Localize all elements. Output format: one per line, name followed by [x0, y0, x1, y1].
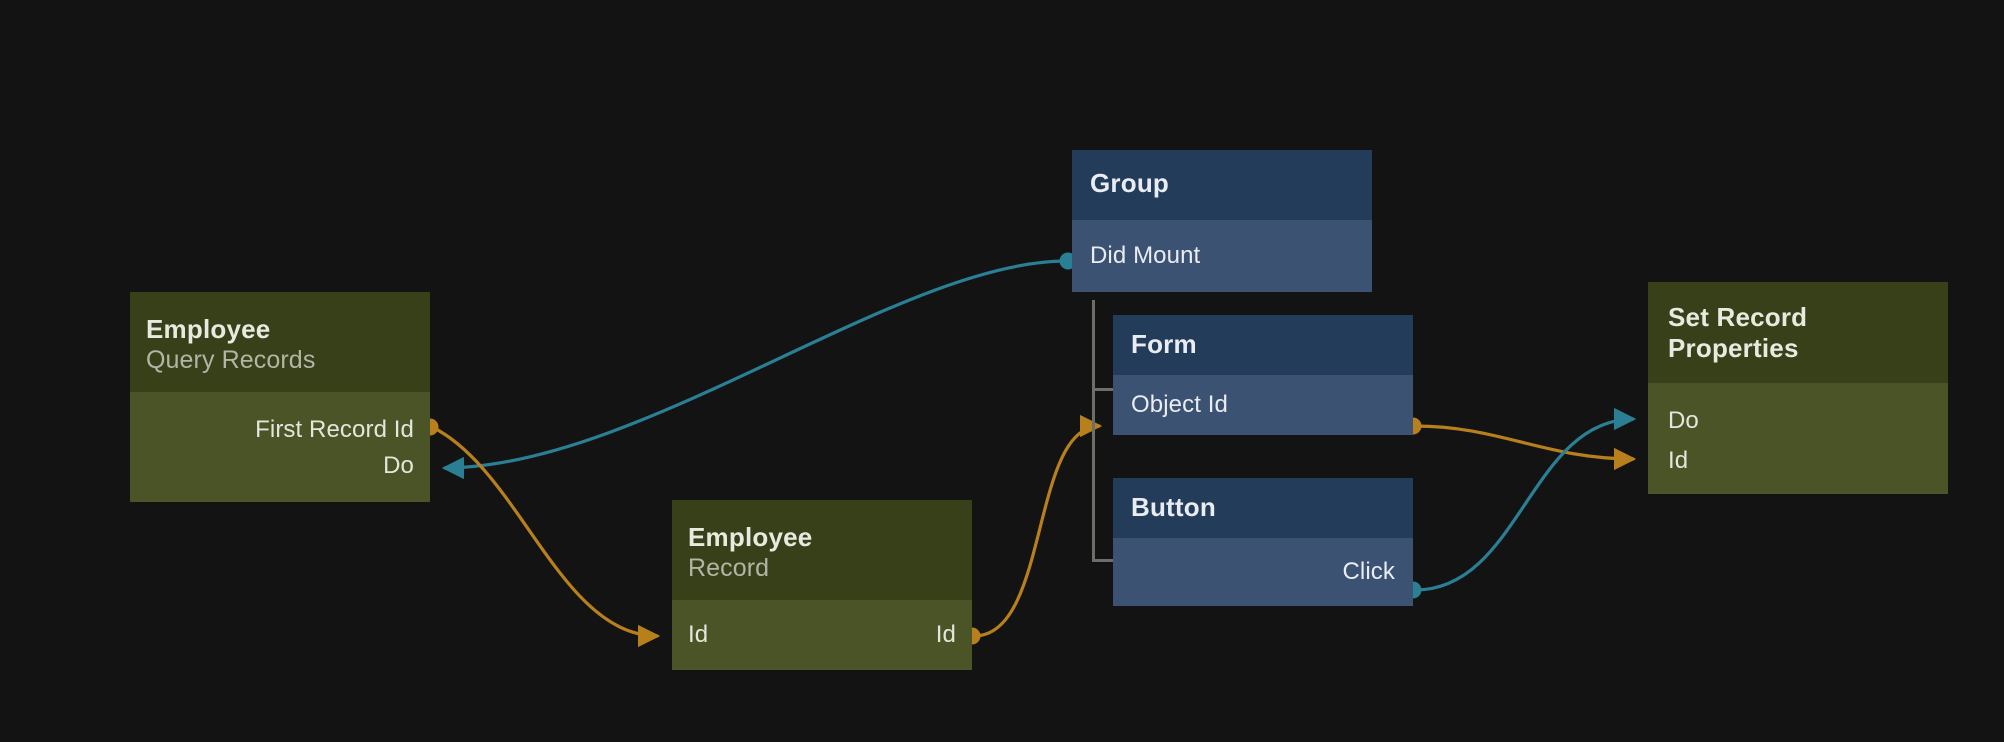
node-body: Id Id: [672, 600, 972, 670]
wire-record-id-to-object-id: [963, 414, 1103, 645]
wire-click-to-do: [1404, 407, 1637, 599]
wire-object-id-to-id: [1404, 417, 1637, 471]
port-label: Did Mount: [1090, 242, 1201, 269]
node-body: Did Mount: [1072, 220, 1372, 292]
node-header: Employee Record: [672, 500, 972, 600]
hierarchy-stub-button: [1092, 559, 1114, 562]
port-row-id[interactable]: Id Id: [672, 600, 972, 670]
node-title: Set Record Properties: [1668, 302, 1808, 363]
port-row-first-record-id[interactable]: First Record Id: [130, 412, 430, 448]
node-body: Click: [1113, 538, 1413, 606]
node-header: Employee Query Records: [130, 292, 430, 392]
port-label: Do: [383, 452, 414, 479]
node-body: First Record Id Do: [130, 392, 430, 502]
port-label: Object Id: [1131, 391, 1228, 418]
hierarchy-vertical-line: [1092, 300, 1095, 562]
node-header: Form: [1113, 315, 1413, 375]
port-row-object-id[interactable]: Object Id: [1113, 375, 1413, 435]
port-row-did-mount[interactable]: Did Mount: [1072, 220, 1372, 292]
node-header: Group: [1072, 150, 1372, 220]
node-title: Group: [1090, 168, 1169, 198]
wire-did-mount-to-do: [441, 252, 1077, 480]
node-body: Do Id: [1648, 383, 1948, 494]
port-label: Id: [1668, 447, 1689, 474]
node-title: Button: [1131, 492, 1216, 522]
hierarchy-stub-form: [1092, 388, 1114, 391]
node-subtitle: Record: [688, 553, 770, 582]
node-header: Button: [1113, 478, 1413, 538]
port-row-do[interactable]: Do: [130, 448, 430, 484]
port-label: Do: [1668, 407, 1699, 434]
node-header: Set Record Properties: [1648, 282, 1948, 383]
node-title: Employee: [146, 314, 271, 344]
node-title: Employee: [688, 522, 813, 552]
node-employee-query-records[interactable]: Employee Query Records First Record Id D…: [130, 292, 430, 502]
port-row-click[interactable]: Click: [1113, 538, 1413, 606]
node-body: Object Id: [1113, 375, 1413, 435]
node-button[interactable]: Button Click: [1113, 478, 1413, 606]
node-group[interactable]: Group Did Mount: [1072, 150, 1372, 292]
node-set-record-properties[interactable]: Set Record Properties Do Id: [1648, 282, 1948, 494]
node-title: Form: [1131, 329, 1197, 359]
port-row-do[interactable]: Do: [1648, 401, 1948, 441]
port-label-input: Id: [688, 621, 709, 648]
node-subtitle: Query Records: [146, 345, 316, 374]
node-form[interactable]: Form Object Id: [1113, 315, 1413, 435]
port-row-id[interactable]: Id: [1648, 441, 1948, 481]
port-label: First Record Id: [255, 416, 414, 443]
wire-first-record-id-to-id: [421, 418, 661, 648]
node-employee-record[interactable]: Employee Record Id Id: [672, 500, 972, 670]
port-label-output: Id: [935, 621, 956, 648]
port-label: Click: [1342, 558, 1395, 585]
